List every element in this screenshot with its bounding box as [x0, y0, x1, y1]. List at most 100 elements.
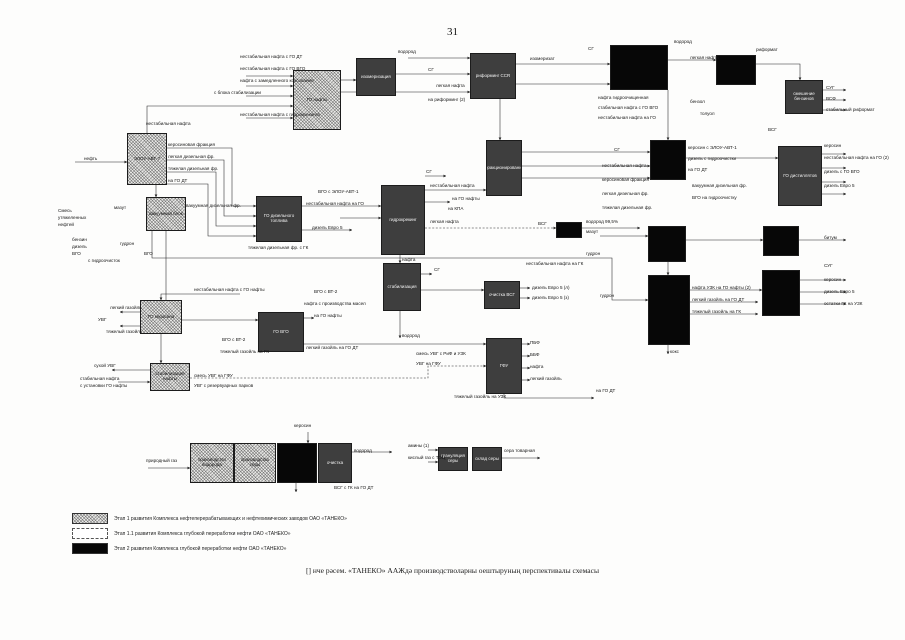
legend-item-stage2: Этап 2 развития Комплекса глубокой перер…	[72, 543, 347, 554]
stream-label: легкий газойль	[530, 376, 562, 381]
legend: Этап 1 развития Комплекса нефтеперерабат…	[72, 513, 347, 558]
stream-label: дизель	[72, 244, 87, 249]
stream-label: с блока стабилизации	[214, 90, 261, 95]
stream-label: СУГ	[824, 263, 833, 268]
stream-label: керосин	[294, 423, 312, 428]
stream-label: СГ	[588, 46, 594, 51]
node-label: изомеризация	[361, 73, 391, 79]
node-label: производство водорода	[197, 457, 227, 467]
stream-label: ББФ	[530, 352, 540, 357]
stream-label: легкая нафта	[430, 219, 459, 224]
node-label: грануляция серы	[441, 453, 465, 463]
stream-label: стабильный риформат	[826, 107, 875, 112]
stream-label: дизель Евро 5	[824, 183, 855, 188]
stream-label: вакуумная дизельная фр.	[692, 183, 747, 188]
legend-swatch-hatch	[72, 513, 108, 524]
stream-label: кислый газ с ТЭЦ	[408, 455, 446, 460]
legend-swatch-black	[72, 543, 108, 554]
process-node-vacblock: вакуумный блок	[146, 197, 186, 231]
stream-label: СГ	[428, 67, 434, 72]
stream-label: ВГО	[144, 251, 153, 256]
process-node-sklad: склад серы	[472, 447, 502, 471]
stream-label: нестабильная нафта с ГО ДТ	[240, 54, 303, 59]
stream-label: ВГО с ВТ-2	[222, 337, 246, 342]
stream-label: нестабильная нафта	[430, 183, 475, 188]
stream-label: СУГ	[826, 85, 835, 90]
stream-label: ВГО	[72, 251, 81, 256]
stream-label: кокс	[670, 349, 679, 354]
flow-line	[756, 63, 802, 81]
stream-label: водород	[674, 39, 692, 44]
process-node-riforming: риформинг CCR	[470, 53, 516, 99]
node-label: очистка	[326, 459, 344, 465]
node-label: стабилизация	[387, 283, 417, 289]
stream-label: нестабильная нафта на ГО	[598, 115, 656, 120]
stream-label: утяжеленных	[58, 215, 87, 220]
stream-label: ВСГ	[538, 221, 547, 226]
legend-swatch-dashed	[72, 528, 108, 539]
process-node-frak: фракционирование	[486, 140, 522, 196]
node-label: вакуумный блок	[149, 210, 183, 216]
stream-label: ВГО с ВТ-2	[314, 289, 338, 294]
stream-label: амины (1)	[408, 443, 430, 448]
process-node-ochvsg: очистка ВСГ	[484, 281, 520, 309]
stream-label: на ГО нафты	[452, 196, 480, 201]
stream-label: дизель Евро 5 (л)	[532, 285, 570, 290]
stream-label: нестабильная нафта с ГО нафты	[194, 287, 265, 292]
process-node-govgo: ГО ВГО	[258, 312, 304, 352]
process-node-gidrokreking: гидрокрекинг	[381, 185, 425, 255]
stream-label: на КПА	[448, 206, 464, 211]
process-node-uzk	[648, 275, 690, 345]
process-node-sera2	[277, 443, 317, 483]
stream-label: УВГ на ГФУ	[416, 361, 441, 366]
node-label: ГО дизельного топлива	[263, 213, 295, 223]
flow-line	[503, 394, 595, 400]
stream-label: нестабильная нафта на ГО	[306, 201, 364, 206]
stream-label: гудрон	[600, 293, 615, 298]
node-label: фракционирование	[487, 164, 522, 170]
process-node-stabnafta: стабилизация нафты	[150, 363, 190, 391]
figure-caption: [] нче рәсем. «ТАНЕКО» ААЖдә производств…	[305, 566, 600, 575]
stream-label: остатки ГК на УЗК	[824, 301, 863, 306]
process-node-gokerosin: ГО керосина	[140, 300, 182, 334]
stream-label: ВСГ с ГК на ГО ДТ	[334, 485, 374, 490]
stream-label: смесь УВГ на ГФУ	[194, 373, 233, 378]
stream-label: нафта с замедленного коксования	[240, 78, 314, 83]
node-label: производство серы	[240, 457, 270, 467]
stream-label: УВГ с резервуарных парков	[194, 383, 254, 388]
stream-label: легкая дизельная фр.	[168, 154, 215, 159]
node-label: риформинг CCR	[475, 72, 511, 78]
stream-label: нестабильная нафта с гидрокрекинга	[240, 112, 320, 117]
stream-label: битум	[824, 235, 837, 240]
stream-label: водород	[398, 49, 416, 54]
stream-label: СГ	[426, 169, 432, 174]
legend-label: Этап 2 развития Комплекса глубокой перер…	[114, 545, 287, 552]
stream-label: легкий газойль на ГО ДТ	[306, 345, 359, 350]
stream-label: керосин	[824, 143, 842, 148]
stream-label: нафта	[530, 364, 544, 369]
stream-label: Смесь	[58, 208, 72, 213]
process-node-bitum	[763, 226, 799, 256]
node-label: очистка ВСГ	[489, 291, 515, 297]
stream-label: ВГО с ЭЛОУ-АВТ-1	[318, 189, 359, 194]
stream-label: тяжелый газойль на ГК	[692, 309, 742, 314]
stream-label: нафта гидроочищенная	[598, 95, 649, 100]
stream-label: гудрон	[120, 241, 135, 246]
node-label: ГО дистиллятов	[783, 172, 817, 178]
stream-label: дизель Евро 5	[824, 289, 855, 294]
node-label: склад серы	[475, 455, 499, 461]
stream-label: сухой УВГ	[94, 363, 116, 368]
stream-label: тяжелая дизельная фр.	[602, 205, 653, 210]
stream-label: сера товарная	[504, 448, 535, 453]
flow-line	[146, 104, 294, 133]
stream-label: гудрон	[586, 251, 601, 256]
stream-label: с гидроочисток	[88, 258, 120, 263]
stream-label: с установки ГО нафты	[80, 383, 128, 388]
process-node-kpa	[610, 45, 668, 90]
stream-label: УВГ	[98, 317, 107, 322]
stream-label: нафта УЗК на ГО нафты (2)	[692, 285, 751, 290]
stream-label: легкий газойль на ГО ДТ	[692, 297, 745, 302]
stream-label: на ГО ДТ	[168, 178, 188, 183]
node-label: гидрокрекинг	[389, 216, 417, 222]
flow-line	[190, 364, 487, 379]
